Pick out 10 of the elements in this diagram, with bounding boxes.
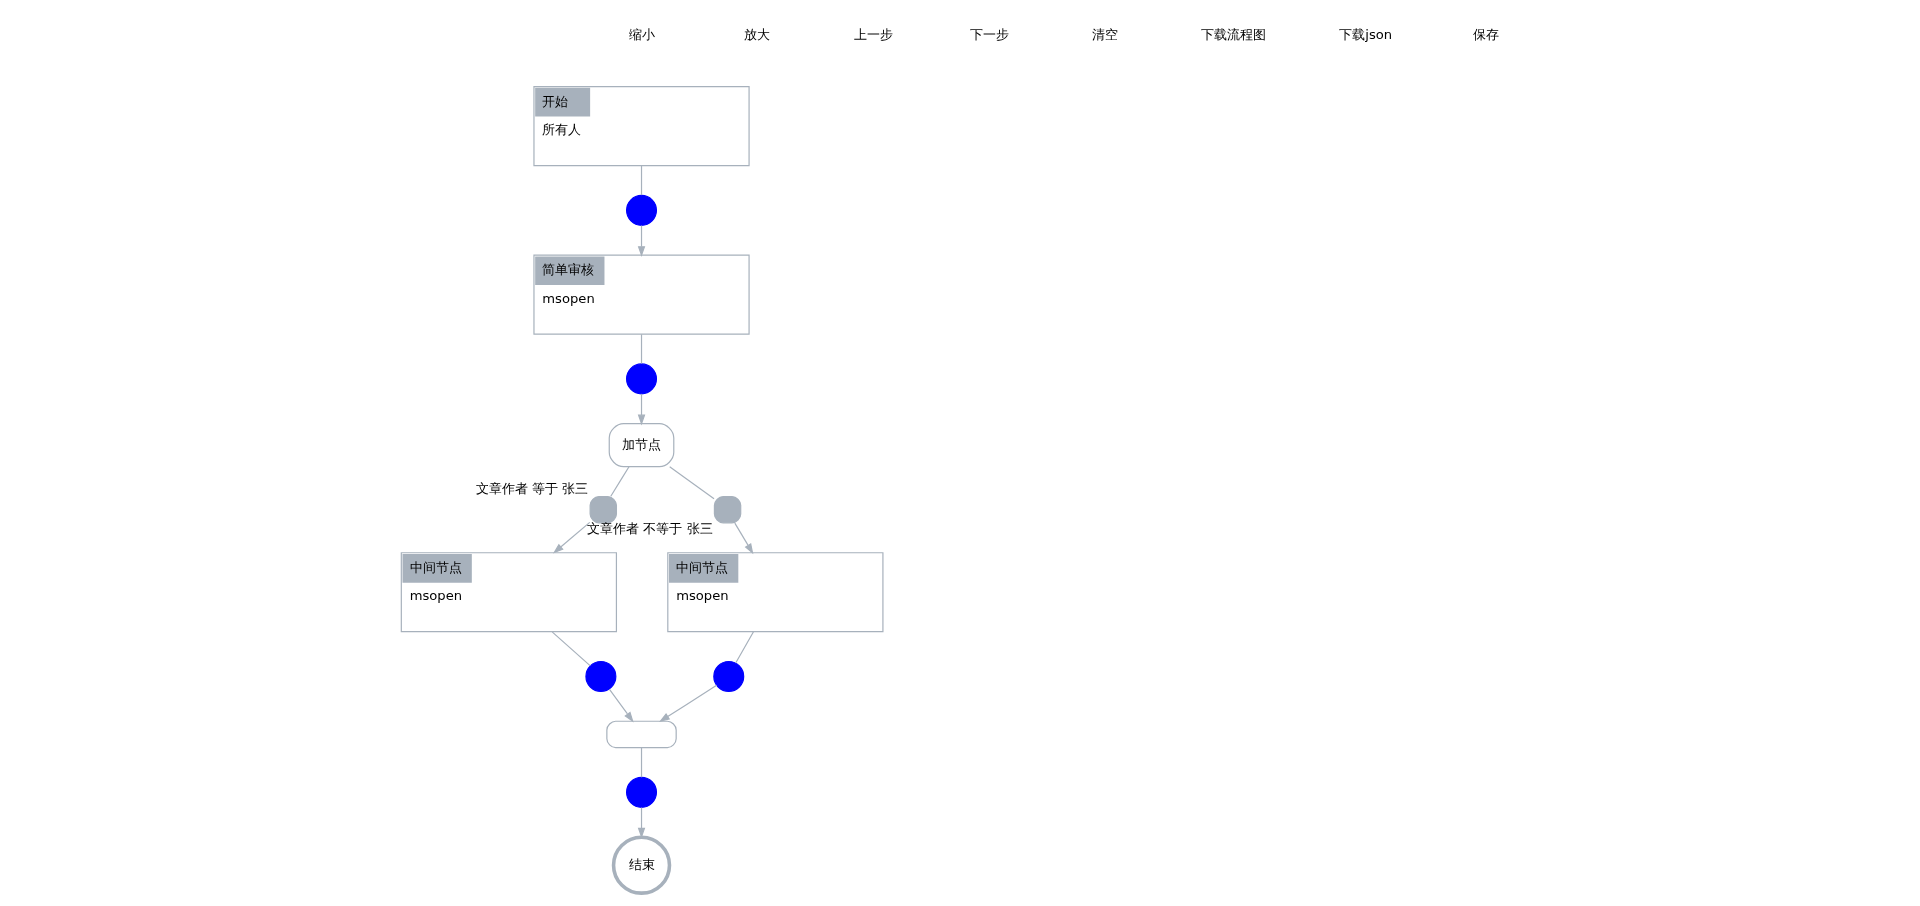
label: 清空 xyxy=(1092,26,1119,42)
label: 缩小 xyxy=(628,26,655,42)
label: 放大 xyxy=(744,26,771,42)
node-label: 文章作者 等于 张三 xyxy=(475,480,589,496)
label: 下载流程图 xyxy=(1200,26,1266,42)
node-label: 文章作者 不等于 张三 xyxy=(587,520,713,536)
label: 上一步 xyxy=(853,26,893,42)
label: 下一步 xyxy=(969,26,1009,42)
label: 保存 xyxy=(1473,26,1500,42)
label: 下载json xyxy=(1339,26,1393,42)
